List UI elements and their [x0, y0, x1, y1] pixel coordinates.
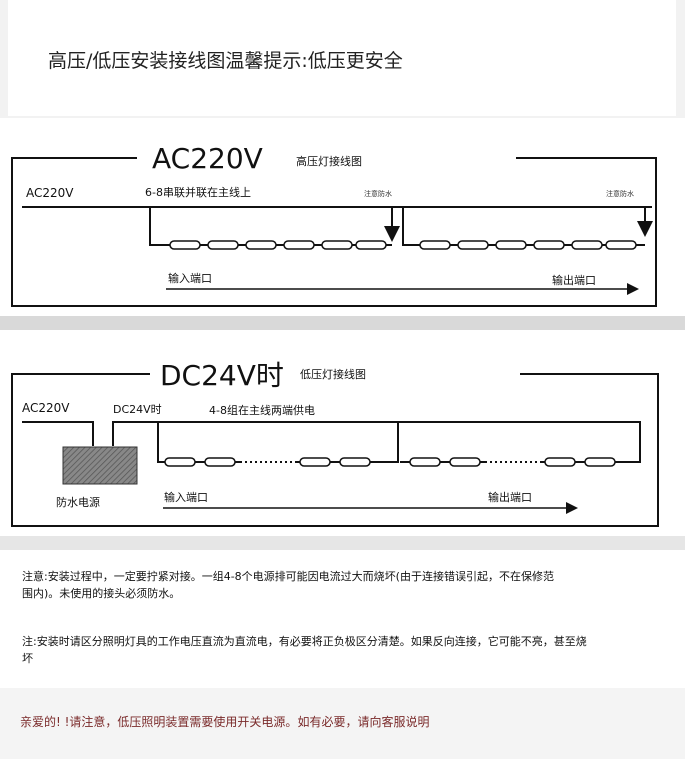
lv-big-label: DC24V时: [160, 359, 284, 392]
lv-led-strip-2: [409, 457, 616, 467]
section-divider-2: [0, 536, 685, 550]
hv-led-strip-1: [169, 240, 387, 250]
note-1-line-2: 围内)。未使用的接头必须防水。: [22, 587, 181, 600]
section-divider: [0, 316, 685, 330]
hv-source-label: AC220V: [26, 186, 74, 200]
note-2-line-1: 注:安装时请区分照明灯具的工作电压直流为直流电，有必要将正负极区分清楚。如果反向…: [22, 635, 587, 648]
hv-caption: 高压灯接线图: [296, 155, 362, 168]
footer-notice: 亲爱的! !请注意，低压照明装置需要使用开关电源。如有必要，请向客服说明: [20, 715, 430, 729]
note-2: 注:安装时请区分照明灯具的工作电压直流为直流电，有必要将正负极区分清楚。如果反向…: [22, 633, 662, 667]
lv-ac-wire: [22, 421, 94, 446]
note-1: 注意:安装过程中，一定要拧紧对接。一组4-8个电源排可能因电流过大而烧坏(由于连…: [22, 568, 662, 602]
lv-led-strip-1: [164, 457, 371, 467]
lv-frame: [11, 373, 659, 527]
hv-output-label: 输出端口: [552, 274, 596, 287]
hv-waterproof-2: 注意防水: [606, 190, 634, 198]
hv-big-label: AC220V: [152, 142, 263, 175]
hv-frame: [11, 157, 657, 307]
lv-power-box: [62, 446, 138, 485]
page-title: 高压/低压安装接线图温馨提示:低压更安全: [48, 50, 403, 72]
lv-source-label: AC220V: [22, 401, 70, 415]
hv-waterproof-1: 注意防水: [364, 190, 392, 198]
lv-output-label: 输出端口: [488, 491, 532, 504]
lv-caption: 低压灯接线图: [300, 368, 366, 381]
hv-branch-2: [402, 207, 645, 246]
lv-power-label: 防水电源: [56, 496, 100, 509]
footer-band: [0, 688, 685, 759]
hv-input-label: 输入端口: [168, 272, 212, 285]
lv-branch-1: [157, 422, 399, 463]
lv-group-label: 4-8组在主线两端供电: [209, 404, 315, 417]
header-band: [8, 0, 676, 116]
hv-branch-1: [149, 207, 392, 246]
note-2-line-2: 坏: [22, 652, 33, 665]
hv-led-strip-2: [419, 240, 637, 250]
hv-series-label: 6-8串联并联在主线上: [145, 186, 251, 199]
note-1-line-1: 注意:安装过程中，一定要拧紧对接。一组4-8个电源排可能因电流过大而烧坏(由于连…: [22, 570, 554, 583]
lv-dc-wire: [112, 421, 641, 463]
lv-input-label: 输入端口: [164, 491, 208, 504]
lv-dc-label: DC24V时: [113, 403, 162, 416]
